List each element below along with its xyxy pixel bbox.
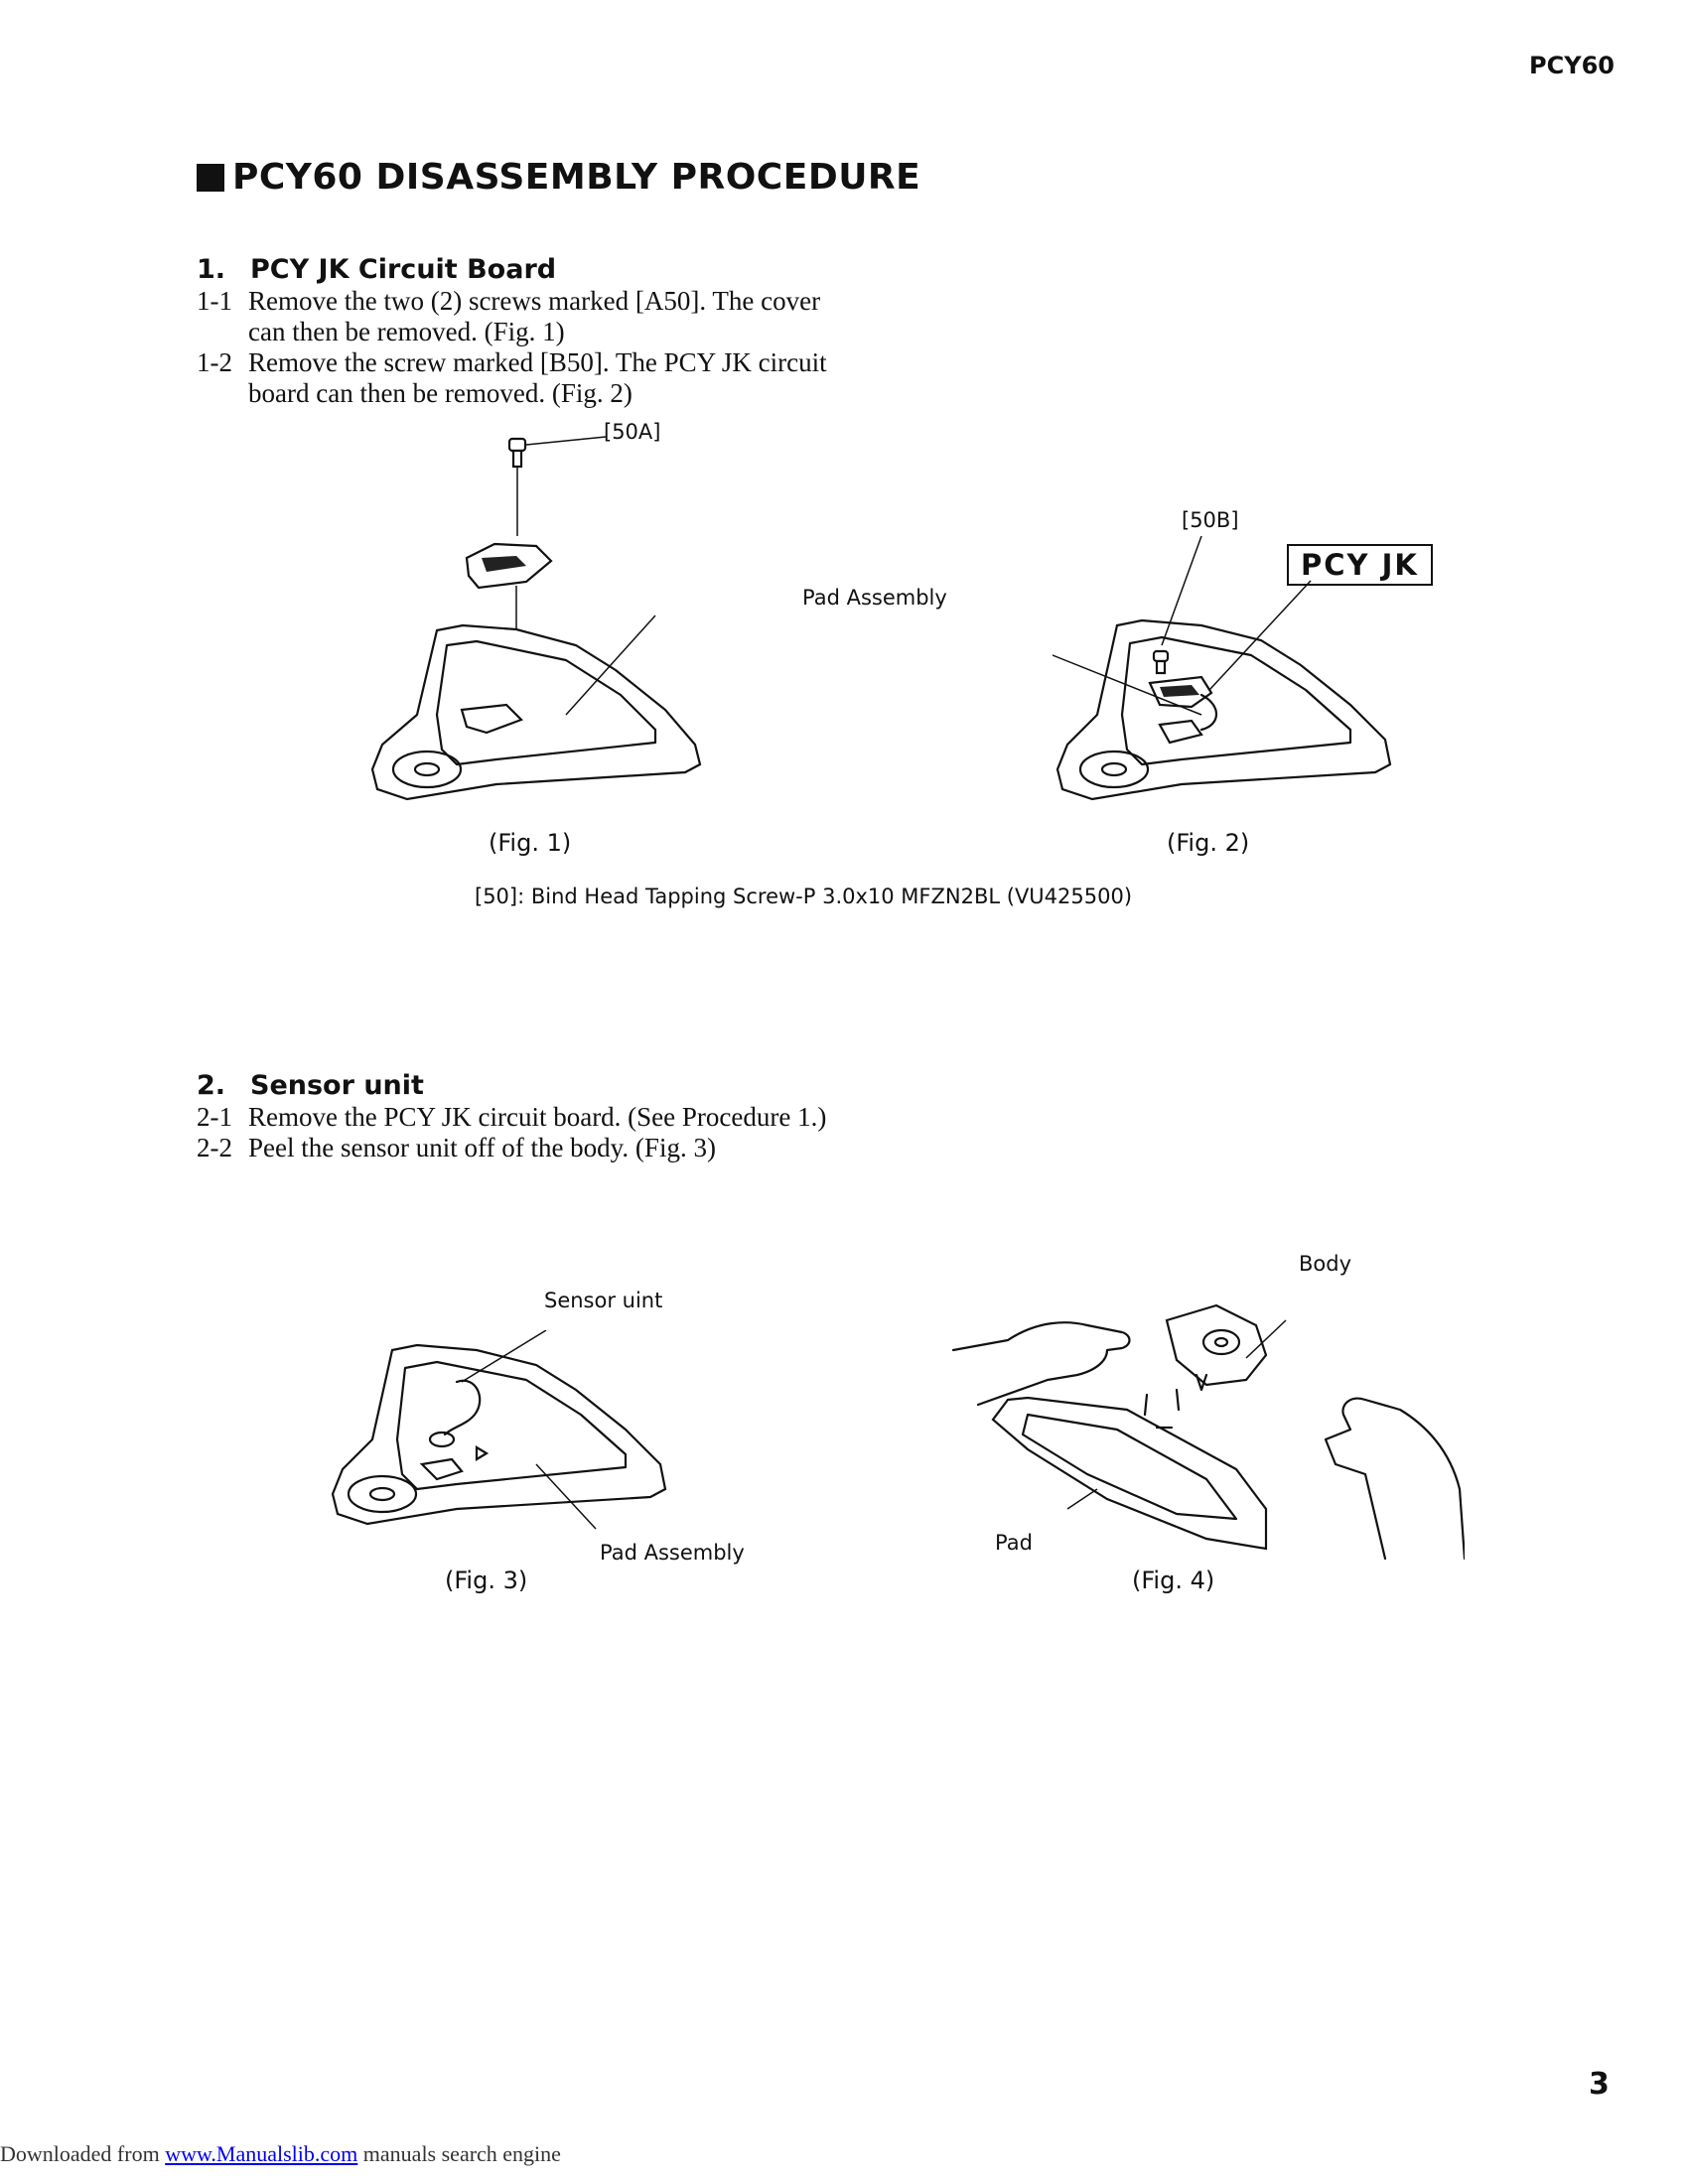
fig3-sensor-callout: Sensor uint [544,1289,663,1312]
fig1-screw-callout: [50A] [604,420,661,444]
fig1-illustration [370,436,702,801]
step-text: Remove the PCY JK circuit board. (See Pr… [248,1102,827,1132]
screw-icon [1152,649,1170,663]
fig4-illustration [951,1303,1465,1561]
fig4-pad-callout: Pad [995,1531,1033,1555]
pad-body-icon [991,1303,1268,1551]
step-1-1: 1-1 Remove the two (2) screws marked [A5… [197,286,852,347]
footer-prefix: Downloaded from [0,2141,166,2166]
screw-note: [50]: Bind Head Tapping Screw-P 3.0x10 M… [475,885,1133,908]
step-number: 1-1 [197,286,232,316]
footer-link[interactable]: www.Manualslib.com [165,2141,358,2166]
step-2-1: 2-1 Remove the PCY JK circuit board. (Se… [197,1102,852,1133]
pad-base-icon [370,614,702,801]
page-number: 3 [1589,2067,1610,2102]
section-1-number: 1. [197,254,226,285]
step-text: Peel the sensor unit off of the body. (F… [248,1133,716,1162]
fig2-screw-callout: [50B] [1182,508,1239,532]
fig4-body-callout: Body [1299,1252,1352,1276]
fig3-illustration [331,1330,667,1530]
step-text: Remove the two (2) screws marked [A50]. … [248,286,821,346]
step-1-2: 1-2 Remove the screw marked [B50]. The P… [197,347,852,409]
fig1-pad-callout: Pad Assembly [802,586,947,610]
fig4-label: (Fig. 4) [1132,1567,1215,1594]
fig3-pad-callout: Pad Assembly [600,1541,745,1565]
sensor-unit-icon [443,1379,482,1436]
fig3-label: (Fig. 3) [445,1567,528,1594]
section-2-title: Sensor unit [250,1070,424,1101]
model-header: PCY60 [1529,52,1615,79]
step-2-2: 2-2 Peel the sensor unit off of the body… [197,1133,852,1163]
section-1-heading: 1. PCY JK Circuit Board [197,254,556,285]
screw-icon [507,436,607,536]
step-text: Remove the screw marked [B50]. The PCY J… [248,347,827,408]
footer: Downloaded from www.Manualslib.com manua… [0,2141,561,2167]
fig1-label: (Fig. 1) [489,829,572,857]
title-square-icon [197,163,224,192]
pad-base-icon [331,1330,667,1530]
step-number: 2-2 [197,1133,232,1162]
fig2-label: (Fig. 2) [1167,829,1250,857]
fig2-illustration [1053,536,1392,801]
page-title: PCY60 DISASSEMBLY PROCEDURE [197,157,920,198]
footer-suffix: manuals search engine [357,2141,561,2166]
hand-icon [951,1321,1465,1561]
section-1-title: PCY JK Circuit Board [250,254,557,285]
page-title-text: PCY60 DISASSEMBLY PROCEDURE [232,157,921,198]
pad-base-icon [1055,536,1392,801]
step-number: 1-2 [197,347,232,377]
fig2-board-callout: PCY JK [1287,544,1433,586]
section-2-number: 2. [197,1070,226,1101]
section-2-heading: 2. Sensor unit [197,1070,424,1101]
step-number: 2-1 [197,1102,232,1132]
